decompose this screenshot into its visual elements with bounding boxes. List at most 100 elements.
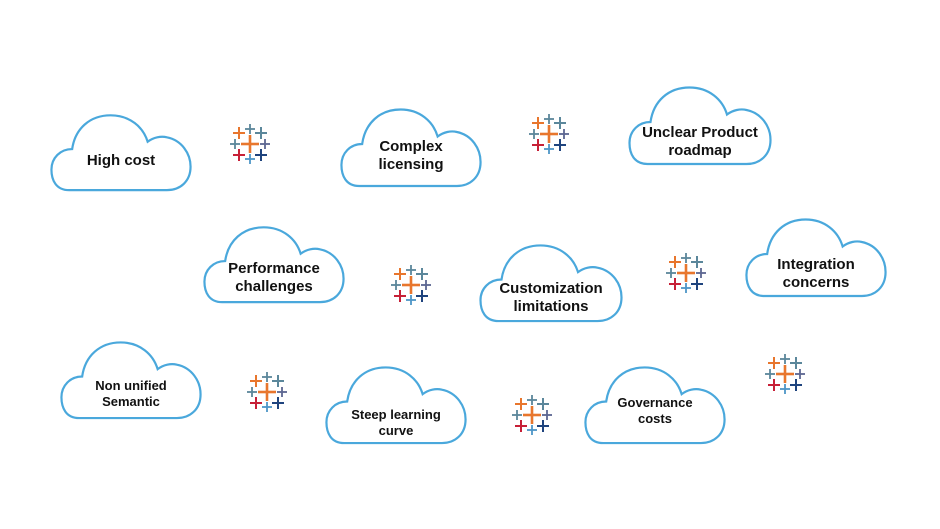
- logo-cross: [780, 354, 790, 364]
- tableau-logo-icon: [666, 253, 706, 293]
- cloud-shape: [337, 102, 485, 192]
- logo-cross: [681, 253, 691, 263]
- logo-cross: [277, 387, 287, 397]
- logo-cross: [681, 283, 691, 293]
- logo-cross: [669, 256, 681, 268]
- cloud-outline: [341, 110, 480, 187]
- logo-cross: [691, 278, 703, 290]
- logo-cross: [233, 127, 245, 139]
- label-line: limitations: [513, 298, 589, 316]
- label-line: Unclear Product: [642, 124, 758, 141]
- cloud-outline: [585, 367, 724, 443]
- label-line: concerns: [782, 274, 850, 292]
- logo-cross: [523, 406, 541, 424]
- logo-cross: [677, 264, 695, 282]
- logo-cross: [532, 117, 544, 129]
- cloud-label: Governance costs: [581, 395, 729, 427]
- logo-cross: [768, 379, 780, 391]
- tableau-logo-icon: [765, 354, 805, 394]
- logo-cross: [250, 397, 262, 409]
- logo-cross: [765, 369, 775, 379]
- cloud-steep-learning-curve: Steep learning curve: [322, 360, 470, 449]
- logo-cross: [790, 357, 802, 369]
- logo-cross: [666, 268, 676, 278]
- label-line: Governance: [617, 395, 693, 410]
- label-line: challenges: [235, 278, 313, 296]
- logo-cross: [250, 375, 262, 387]
- logo-cross: [247, 387, 257, 397]
- label-line: Customization: [499, 280, 603, 297]
- cloud-customization-limitations: Customization limitations: [476, 238, 626, 327]
- logo-cross: [391, 280, 401, 290]
- logo-cross: [245, 124, 255, 134]
- cloud-non-unified-semantic: Non unified Semantic: [57, 335, 205, 424]
- logo-cross: [776, 365, 794, 383]
- logo-cross: [394, 290, 406, 302]
- logo-cross: [262, 402, 272, 412]
- cloud-outline: [61, 342, 200, 418]
- logo-cross: [421, 280, 431, 290]
- cloud-complex-licensing: Complex licensing: [337, 102, 485, 192]
- tableau-logo-icon: [230, 124, 270, 164]
- cloud-label: Complex licensing: [337, 138, 485, 175]
- logo-cross: [696, 268, 706, 278]
- logo-cross: [544, 144, 554, 154]
- logo-cross: [542, 410, 552, 420]
- cloud-shape: [581, 360, 729, 449]
- logo-cross: [394, 268, 406, 280]
- logo-cross: [255, 149, 267, 161]
- label-line: licensing: [378, 156, 444, 174]
- logo-cross: [416, 268, 428, 280]
- label-line: Steep learning: [351, 407, 441, 422]
- logo-cross: [260, 139, 270, 149]
- logo-cross: [272, 375, 284, 387]
- logo-cross: [540, 125, 558, 143]
- cloud-performance-challenges: Performance challenges: [200, 220, 348, 308]
- cloud-shape: [57, 335, 205, 424]
- logo-cross: [258, 383, 276, 401]
- label-line: roadmap: [668, 142, 732, 160]
- logo-cross: [515, 420, 527, 432]
- label-line: Integration: [777, 256, 855, 273]
- logo-cross: [691, 256, 703, 268]
- tableau-logo-icon: [247, 372, 287, 412]
- cloud-label: High cost: [47, 152, 195, 170]
- label-line: curve: [378, 422, 414, 438]
- cloud-governance-costs: Governance costs: [581, 360, 729, 449]
- logo-cross: [230, 139, 240, 149]
- logo-cross: [512, 410, 522, 420]
- logo-cross: [241, 135, 259, 153]
- logo-cross: [669, 278, 681, 290]
- logo-cross: [537, 398, 549, 410]
- cloud-shape: [47, 108, 195, 196]
- logo-cross: [272, 397, 284, 409]
- logo-cross: [790, 379, 802, 391]
- label-line: costs: [638, 410, 672, 426]
- logo-cross: [559, 129, 569, 139]
- logo-cross: [554, 139, 566, 151]
- cloud-label: Performance challenges: [200, 260, 348, 297]
- logo-cross: [262, 372, 272, 382]
- cloud-integration-concerns: Integration concerns: [742, 212, 890, 302]
- logo-cross: [529, 129, 539, 139]
- logo-cross: [544, 114, 554, 124]
- logo-cross: [515, 398, 527, 410]
- cloud-outline: [51, 115, 190, 190]
- tableau-logo-icon: [529, 114, 569, 154]
- cloud-high-cost: High cost: [47, 108, 195, 196]
- logo-cross: [233, 149, 245, 161]
- logo-cross: [416, 290, 428, 302]
- logo-cross: [532, 139, 544, 151]
- logo-cross: [527, 395, 537, 405]
- cloud-shape: [625, 80, 775, 170]
- logo-cross: [554, 117, 566, 129]
- logo-cross: [245, 154, 255, 164]
- cloud-outline: [204, 227, 343, 302]
- cloud-outline: [481, 245, 622, 321]
- cloud-shape: [476, 238, 626, 327]
- logo-cross: [537, 420, 549, 432]
- label-line: Complex: [379, 138, 443, 155]
- cloud-outline: [630, 88, 771, 165]
- cloud-label: Integration concerns: [742, 256, 890, 293]
